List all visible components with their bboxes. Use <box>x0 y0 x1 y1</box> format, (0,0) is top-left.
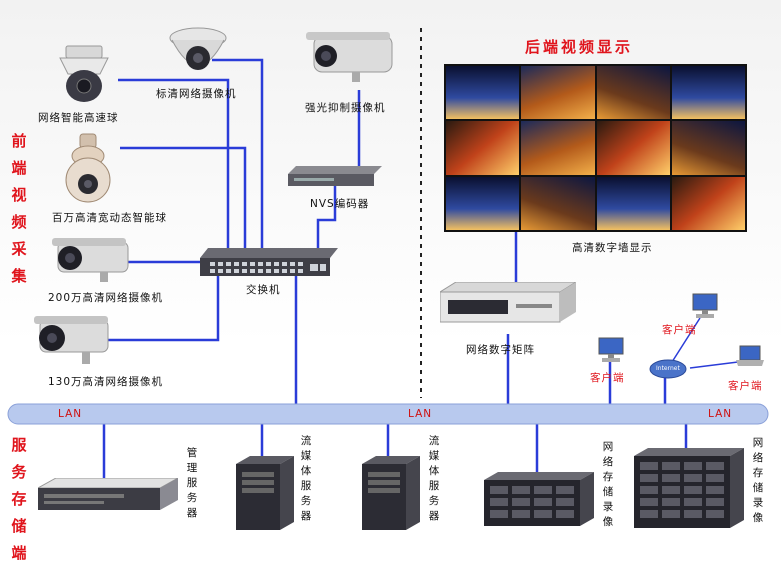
rack-server-icon <box>38 478 178 510</box>
video-wall-screen <box>596 121 670 175</box>
glare-suppression-camera-icon <box>306 32 393 82</box>
nvs-encoder-icon <box>288 166 382 186</box>
camera-1-3mp-label: 130万高清网络摄像机 <box>48 376 164 388</box>
network-switch-icon <box>200 248 338 276</box>
tower-server-icon <box>362 456 420 530</box>
internet-cloud-icon <box>649 359 687 379</box>
lan-bus <box>7 403 769 425</box>
client-label: 客户端 <box>728 380 763 392</box>
back-end-section-label: 后端视频显示 <box>525 38 634 56</box>
laptop-icon <box>736 345 764 366</box>
video-wall-screen <box>596 66 670 120</box>
storage-recorder-icon <box>484 472 594 526</box>
stream-server-label: 流媒体服务器 <box>428 435 440 522</box>
bullet-camera-1-3mp-icon <box>34 316 109 364</box>
client-label: 客户端 <box>590 372 625 384</box>
mgmt-server-label: 管理服务器 <box>186 447 198 519</box>
video-wall-screen <box>446 176 520 230</box>
video-wall-label: 高清数字墙显示 <box>572 242 653 254</box>
video-wall-screen <box>446 66 520 120</box>
video-wall-screen <box>521 121 595 175</box>
switch-label: 交换机 <box>246 284 281 296</box>
video-wall-screen <box>521 66 595 120</box>
computer-icon <box>692 293 718 318</box>
ptz-dome-camera-icon <box>65 133 111 203</box>
client-label: 客户端 <box>662 324 697 336</box>
sd-camera-label: 标清网络摄像机 <box>156 88 237 100</box>
video-wall-screen <box>671 66 745 120</box>
sd-dome-camera-icon <box>169 27 227 70</box>
stream-server-label: 流媒体服务器 <box>300 435 312 522</box>
speed-dome-label: 网络智能高速球 <box>38 112 119 124</box>
video-wall-screen <box>596 176 670 230</box>
camera-2mp-label: 200万高清网络摄像机 <box>48 292 164 304</box>
lan-label: LAN <box>408 408 433 420</box>
nvr-label: 网络存储录像 <box>752 437 764 524</box>
nvr-label: 网络存储录像 <box>602 441 614 528</box>
digital-matrix-label: 网络数字矩阵 <box>466 344 535 356</box>
hd-video-wall <box>444 64 747 232</box>
bullet-camera-2mp-icon <box>52 238 129 282</box>
lan-label: LAN <box>708 408 733 420</box>
video-wall-screen <box>671 176 745 230</box>
video-wall-screen <box>446 121 520 175</box>
internet-label: Internet <box>656 365 680 372</box>
nvs-encoder-label: NVS编码器 <box>310 198 370 210</box>
mp-wdr-dome-label: 百万高清宽动态智能球 <box>52 212 167 224</box>
digital-matrix-icon <box>440 282 576 323</box>
video-wall-screen <box>521 176 595 230</box>
speed-dome-camera-icon <box>59 45 109 102</box>
service-section-label: 服务存储端 <box>11 436 27 562</box>
computer-icon <box>598 337 624 362</box>
lan-label: LAN <box>58 408 83 420</box>
video-wall-screen <box>671 121 745 175</box>
storage-recorder-icon <box>634 448 744 528</box>
tower-server-icon <box>236 456 294 530</box>
front-end-section-label: 前端视频采集 <box>11 132 27 285</box>
glare-camera-label: 强光抑制摄像机 <box>305 102 386 114</box>
